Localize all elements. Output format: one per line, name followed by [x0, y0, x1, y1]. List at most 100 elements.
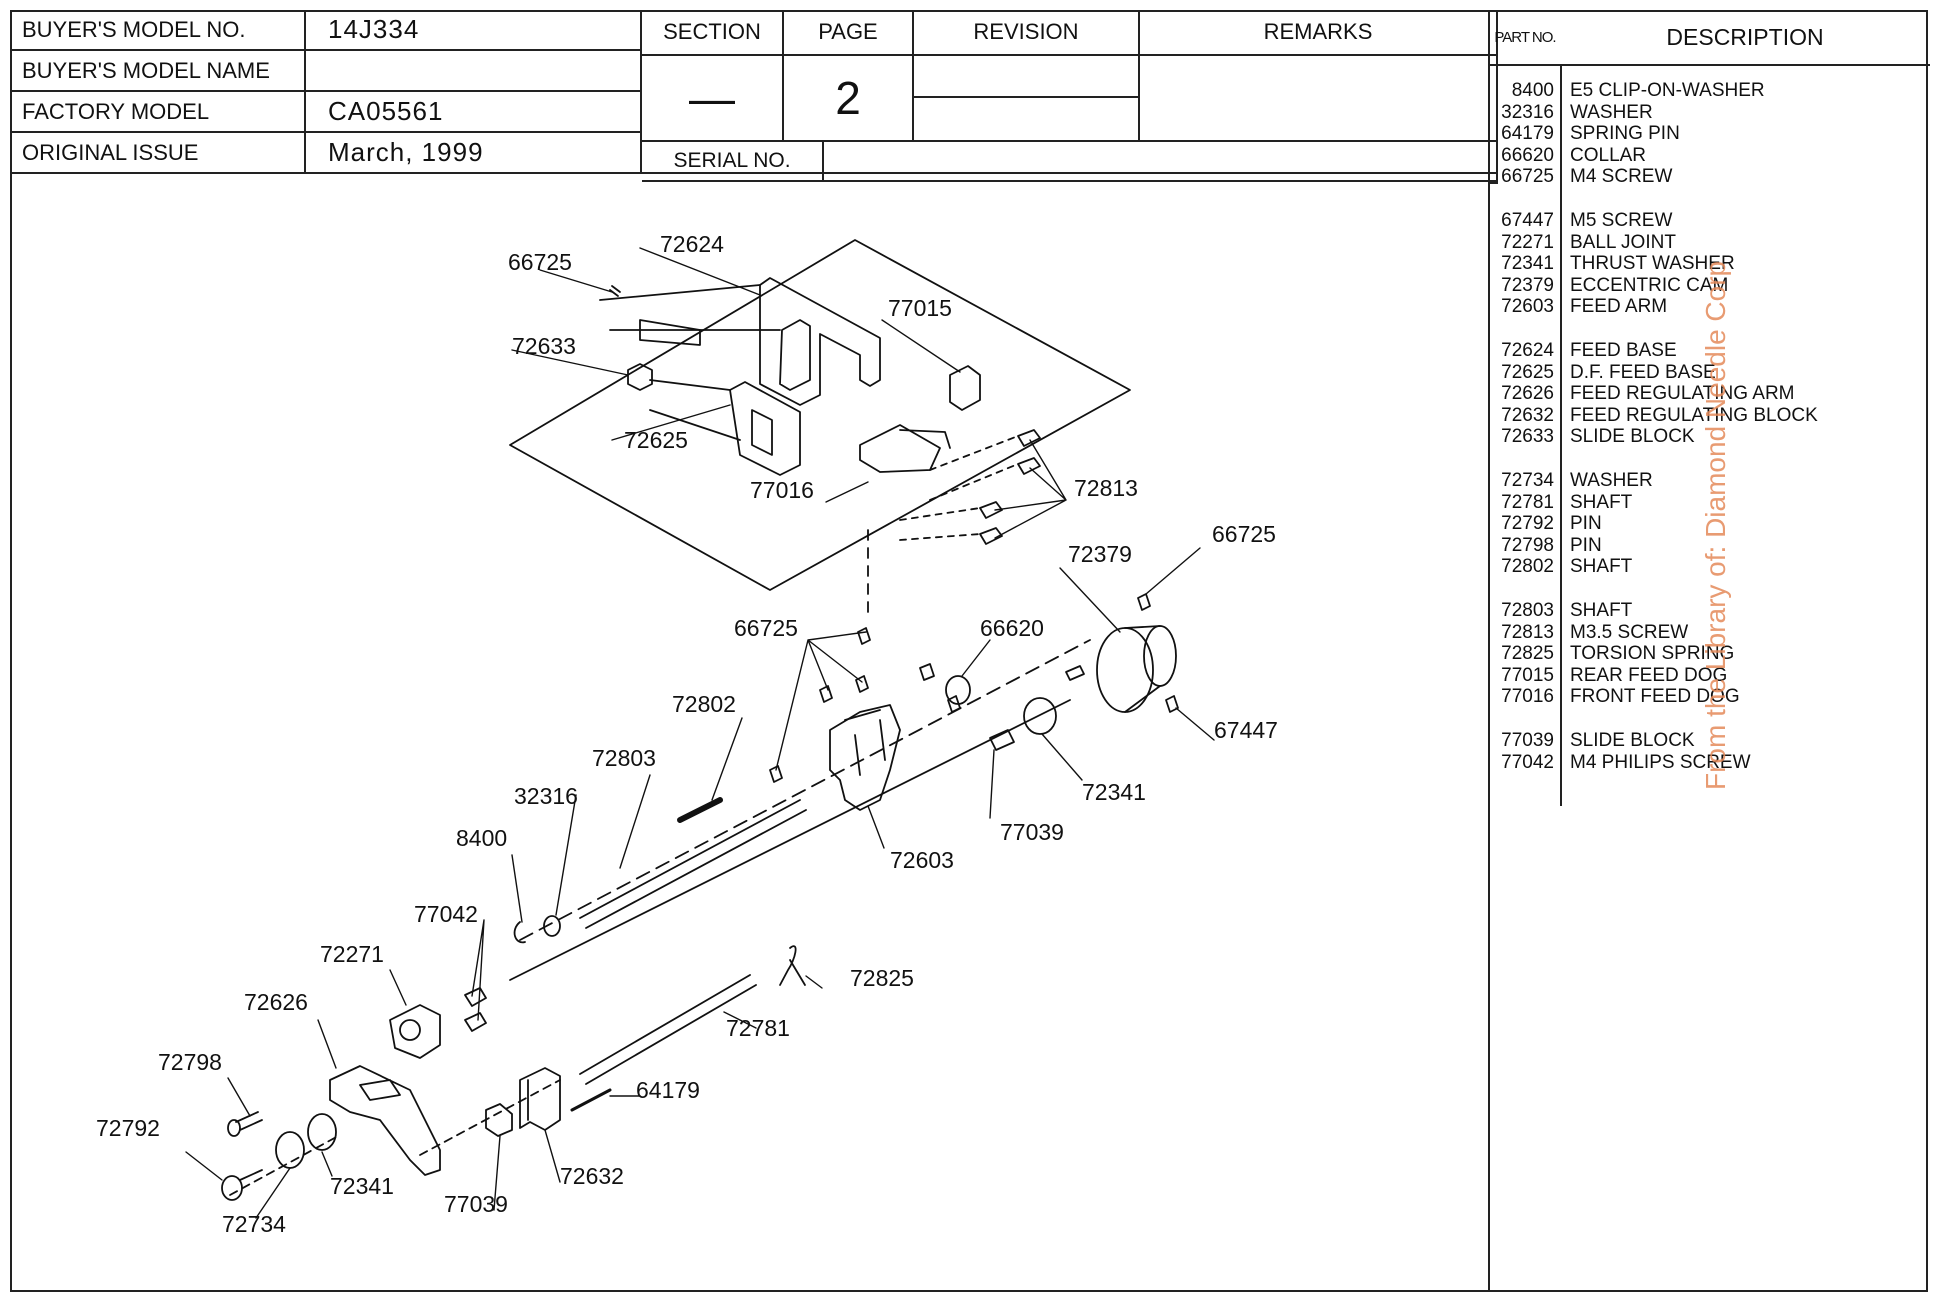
part-description: SLIDE BLOCK: [1570, 730, 1695, 751]
serial-no-label: SERIAL NO.: [642, 142, 824, 182]
sheet-border: [10, 10, 1928, 1292]
part-number: 72792: [1501, 513, 1554, 535]
callout-66620: 66620: [980, 615, 1044, 641]
feed-arm-detail: [844, 709, 886, 776]
part-no-header: PART NO.: [1490, 10, 1560, 66]
feed-base-72624: [759, 277, 881, 406]
callout-72632: 72632: [560, 1163, 624, 1189]
parts-list: PART NO. DESCRIPTION 8400 E5 CLIP-ON-WASH…: [1488, 10, 1930, 1292]
callout-77015: 77015: [888, 295, 952, 321]
thrust-washer-72341a: [307, 1113, 337, 1151]
callout-72792: 72792: [96, 1115, 160, 1141]
callout-72626: 72626: [244, 989, 308, 1015]
part-number: 77015: [1501, 664, 1554, 686]
shaft-72802: [677, 797, 723, 823]
remarks-label: REMARKS: [1140, 10, 1498, 56]
parts-column-divider: [1560, 66, 1562, 806]
clip-8400: [513, 921, 526, 944]
callout-72825: 72825: [850, 965, 914, 991]
callout-66725-cam: 66725: [1212, 521, 1276, 547]
pin-72792: [221, 1175, 243, 1201]
part-number: 77042: [1501, 751, 1554, 773]
page-label: PAGE: [784, 10, 914, 56]
part-description: FEED REGULATING ARM: [1570, 383, 1795, 405]
df-arm: [649, 379, 741, 441]
buyers-model-name-label: BUYER'S MODEL NAME: [10, 51, 306, 92]
feed-arm-72603: [829, 704, 901, 811]
part-number: 72803: [1501, 600, 1554, 621]
description-header: DESCRIPTION: [1560, 10, 1930, 66]
slide-block-72633: [627, 363, 653, 391]
part-number: 66620: [1501, 144, 1554, 166]
callout-72341-lower: 72341: [330, 1173, 394, 1199]
callout-8400: 8400: [456, 825, 507, 851]
section-value: —: [642, 56, 784, 142]
callout-77039-upper: 77039: [1000, 819, 1064, 845]
washer-72734: [275, 1131, 305, 1169]
callout-67447: 67447: [1214, 717, 1278, 743]
part-description: COLLAR: [1570, 144, 1647, 166]
callout-72798: 72798: [158, 1049, 222, 1075]
part-number: 77039: [1501, 730, 1554, 751]
part-number: 67447: [1501, 210, 1554, 231]
part-number: 72624: [1501, 340, 1554, 361]
callout-72813: 72813: [1074, 475, 1138, 501]
callout-32316: 32316: [514, 783, 578, 809]
parts-tick: [1488, 182, 1498, 184]
buyers-model-name-value: [306, 51, 642, 92]
part-description: M3.5 SCREW: [1570, 621, 1689, 643]
header-bottom-rule: [10, 172, 1498, 174]
shaft-upper-axis: [519, 639, 1091, 941]
callout-72625: 72625: [624, 427, 688, 453]
part-description: D.F. FEED BASE: [1570, 361, 1716, 383]
part-number: 72813: [1501, 621, 1554, 643]
part-description: FRONT FEED DOG: [1570, 686, 1740, 708]
df-feed-base-72625: [729, 381, 801, 476]
part-number: 32316: [1501, 101, 1554, 123]
rear-feed-dog: [949, 365, 981, 411]
cam-screw: [1065, 665, 1085, 681]
part-description: TORSION SPRING: [1570, 643, 1735, 665]
m35-screws-72813: [979, 429, 1041, 545]
callout-72781: 72781: [726, 1015, 790, 1041]
part-description: FEED ARM: [1570, 296, 1668, 318]
callout-77042: 77042: [414, 901, 478, 927]
section-label: SECTION: [642, 10, 784, 56]
callout-72603: 72603: [890, 847, 954, 873]
part-number: 77016: [1501, 686, 1554, 708]
callout-64179: 64179: [636, 1077, 700, 1103]
callout-72633: 72633: [512, 333, 576, 359]
part-description: WASHER: [1570, 470, 1653, 491]
feed-base-frame: [509, 239, 1131, 591]
part-description: FEED BASE: [1570, 340, 1677, 361]
slide-block-77039b: [989, 729, 1015, 751]
revision-row-2: [914, 98, 1140, 142]
part-number: 72632: [1501, 404, 1554, 426]
screw-66725-top: [609, 285, 621, 297]
callout-77039-lower: 77039: [444, 1191, 508, 1217]
part-description: M5 SCREW: [1570, 210, 1673, 231]
part-description: SHAFT: [1570, 556, 1633, 578]
feed-dog-teeth: [899, 429, 951, 449]
remarks-box: [1140, 56, 1498, 142]
callout-66725-arm: 66725: [734, 615, 798, 641]
part-description: REAR FEED DOG: [1570, 664, 1728, 686]
part-number: 8400: [1511, 80, 1554, 101]
part-description: E5 CLIP-ON-WASHER: [1570, 80, 1765, 101]
factory-model-value: CA05561: [306, 92, 642, 133]
part-description: ECCENTRIC CAM: [1570, 274, 1729, 296]
screws-66725-arm: [919, 663, 961, 713]
part-number: 72802: [1501, 556, 1554, 578]
callout-72734: 72734: [222, 1211, 286, 1237]
ball-joint-72271: [389, 1004, 441, 1059]
part-number: 72633: [1501, 426, 1554, 448]
slide-block-77039a: [485, 1103, 513, 1137]
callout-72379: 72379: [1068, 541, 1132, 567]
buyers-model-no-label: BUYER'S MODEL NO.: [10, 10, 306, 51]
screws-66725-group: [769, 627, 871, 783]
shaft-lower-axis: [509, 699, 1071, 981]
callout-77016: 77016: [750, 477, 814, 503]
part-number: 72825: [1501, 643, 1554, 665]
shaft-72781: [579, 974, 757, 1085]
